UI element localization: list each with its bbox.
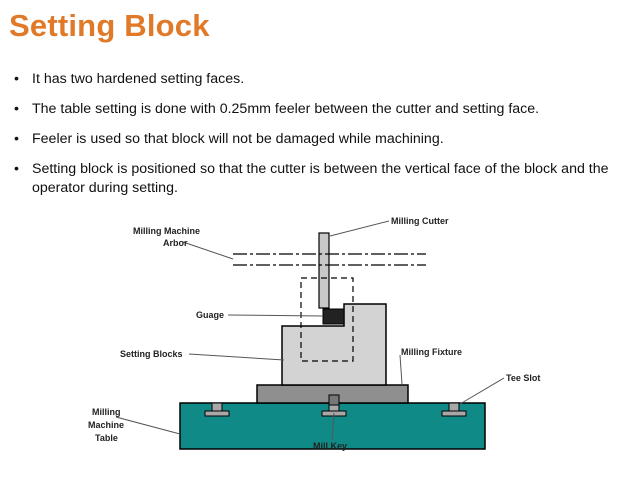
- label-milling-fixture: Milling Fixture: [401, 347, 462, 357]
- leader-tee-slot: [459, 377, 505, 405]
- label-arbor-line2: Arbor: [163, 238, 188, 248]
- bullet-item: • Feeler is used so that block will not b…: [12, 130, 630, 149]
- milling-cutter: [318, 232, 330, 309]
- label-tee-slot: Tee Slot: [506, 373, 540, 383]
- label-table-line3: Table: [95, 433, 118, 443]
- tee-slot: [441, 402, 467, 417]
- phantom-cutter-outline: [300, 277, 354, 362]
- label-setting-blocks: Setting Blocks: [120, 349, 183, 359]
- setting-block: [281, 303, 387, 386]
- label-table-line1: Milling: [92, 407, 121, 417]
- bullet-dot-icon: •: [14, 71, 19, 87]
- leader-guage: [227, 314, 324, 317]
- leader-milling-fixture: [399, 354, 403, 385]
- bullet-item: • Setting block is positioned so that the…: [12, 160, 630, 198]
- bullet-dot-icon: •: [14, 161, 19, 177]
- leader-arbor: [182, 241, 234, 260]
- tee-slot: [204, 402, 230, 417]
- bullet-text: The table setting is done with 0.25mm fe…: [32, 101, 540, 117]
- bullet-item: • The table setting is done with 0.25mm f…: [12, 100, 630, 119]
- leader-milling-cutter: [329, 220, 390, 237]
- bullet-text: It has two hardened setting faces.: [32, 71, 245, 87]
- bullet-dot-icon: •: [14, 131, 19, 147]
- bullet-dot-icon: •: [14, 101, 19, 117]
- leader-setting-blocks: [188, 353, 285, 361]
- leader-mill-key: [331, 412, 335, 441]
- bullet-text: Setting block is positioned so that the …: [32, 161, 609, 196]
- label-mill-key: Mill Key: [313, 441, 347, 451]
- bullet-text: Feeler is used so that block will not be…: [32, 131, 444, 147]
- label-table-line2: Machine: [88, 420, 124, 430]
- label-milling-cutter: Milling Cutter: [391, 216, 449, 226]
- label-guage: Guage: [196, 310, 224, 320]
- mill-key: [328, 394, 340, 406]
- bullet-item: • It has two hardened setting faces.: [12, 70, 630, 89]
- label-arbor-line1: Milling Machine: [133, 226, 200, 236]
- slide-title: Setting Block: [9, 8, 210, 43]
- bullet-list: • It has two hardened setting faces. • The…: [12, 70, 630, 209]
- feeler-gauge: [322, 308, 345, 325]
- leader-machine-table: [115, 416, 181, 435]
